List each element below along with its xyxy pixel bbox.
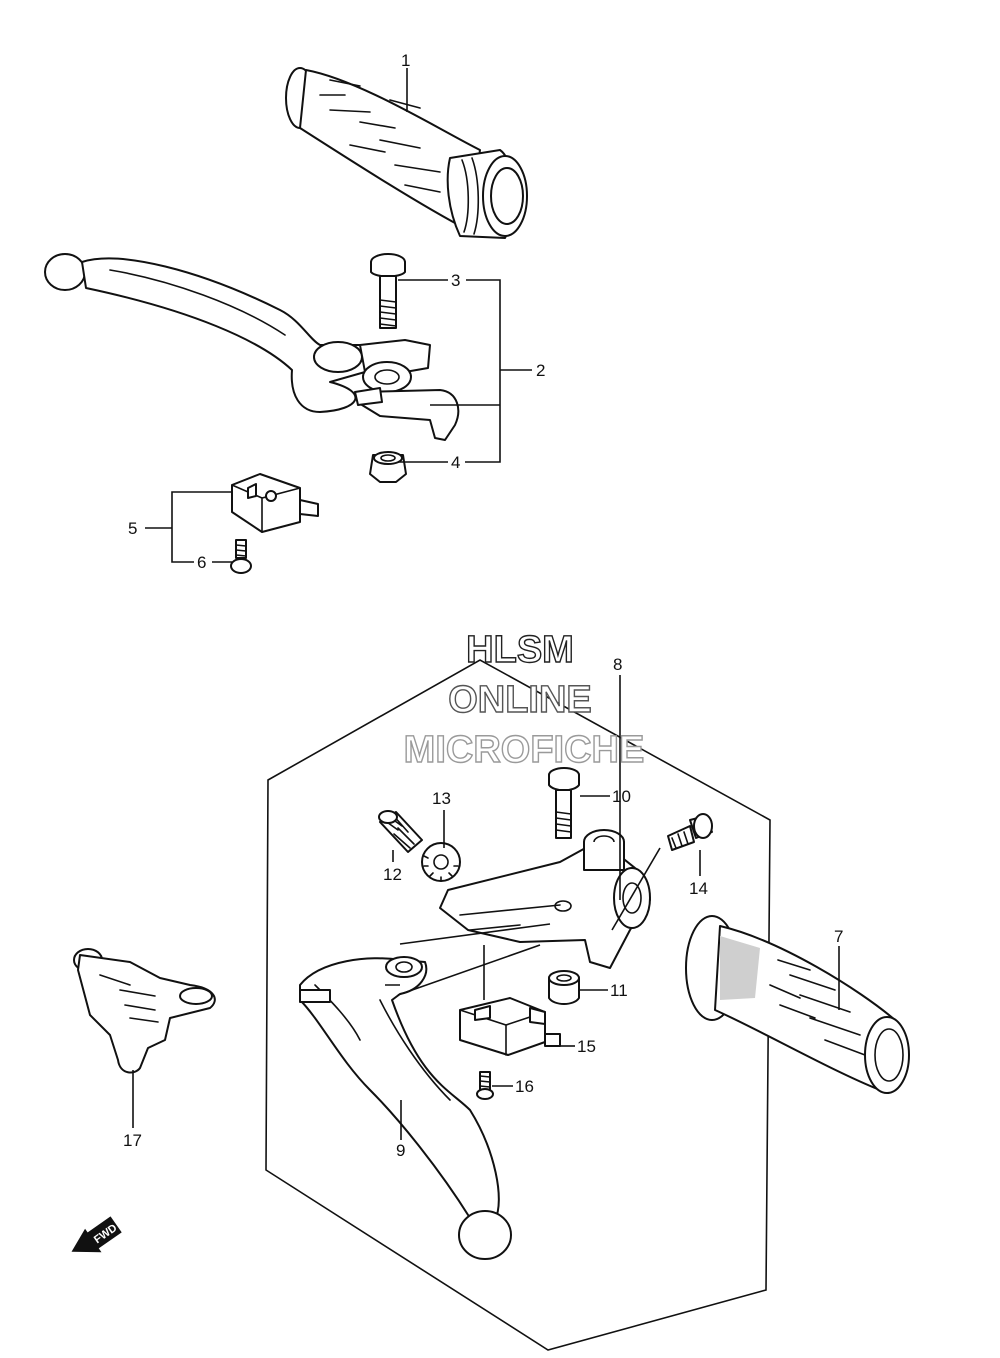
clutch-switch[interactable] <box>459 997 561 1056</box>
callout-15: 15 <box>577 1037 596 1056</box>
bracket-bolt[interactable] <box>667 813 713 851</box>
watermark-line-1: HLSM <box>466 629 574 671</box>
callout-11: 11 <box>610 981 628 1000</box>
callout-1: 1 <box>401 51 410 70</box>
callout-2: 2 <box>536 361 545 380</box>
clutch-lever[interactable] <box>299 956 512 1260</box>
callout-5: 5 <box>128 519 137 538</box>
watermark: HLSM ONLINE MICROFICHE <box>403 628 645 771</box>
lever-perch[interactable] <box>73 948 216 1074</box>
throttle-grip[interactable] <box>285 67 528 239</box>
watermark-line-3: MICROFICHE <box>404 729 645 771</box>
cable-adjuster[interactable] <box>378 810 423 853</box>
callout-17: 17 <box>123 1131 142 1150</box>
watermark-line-2: ONLINE <box>448 679 592 721</box>
callout-9: 9 <box>396 1141 405 1160</box>
clutch-assembly-outline <box>265 659 771 1351</box>
pivot-bolt[interactable] <box>370 253 406 329</box>
switch-screw[interactable] <box>230 539 252 574</box>
callout-6: 6 <box>197 553 206 572</box>
callout-labels: 1 2 3 4 5 6 7 8 9 10 11 12 13 14 15 16 1… <box>123 51 843 1160</box>
clutch-pivot-bolt[interactable] <box>548 767 580 839</box>
callout-7: 7 <box>834 927 843 946</box>
callout-14: 14 <box>689 879 708 898</box>
lever-nut[interactable] <box>369 451 407 483</box>
callout-4: 4 <box>451 453 460 472</box>
handlebar-grip[interactable] <box>685 915 910 1094</box>
callout-16: 16 <box>515 1077 534 1096</box>
clutch-switch-screw[interactable] <box>476 1071 494 1100</box>
forward-arrow-icon: FWD <box>71 1216 122 1253</box>
lever-spacer[interactable] <box>548 970 580 1005</box>
brake-light-switch[interactable] <box>231 473 319 533</box>
callout-13: 13 <box>432 789 451 808</box>
callout-3: 3 <box>451 271 460 290</box>
clutch-lever-holder[interactable] <box>439 829 651 1000</box>
adjuster-spring[interactable] <box>421 842 461 882</box>
callout-leaders <box>132 68 840 1140</box>
callout-8: 8 <box>613 655 622 674</box>
brake-lever[interactable] <box>44 253 460 441</box>
callout-10: 10 <box>612 787 631 806</box>
callout-12: 12 <box>383 865 402 884</box>
